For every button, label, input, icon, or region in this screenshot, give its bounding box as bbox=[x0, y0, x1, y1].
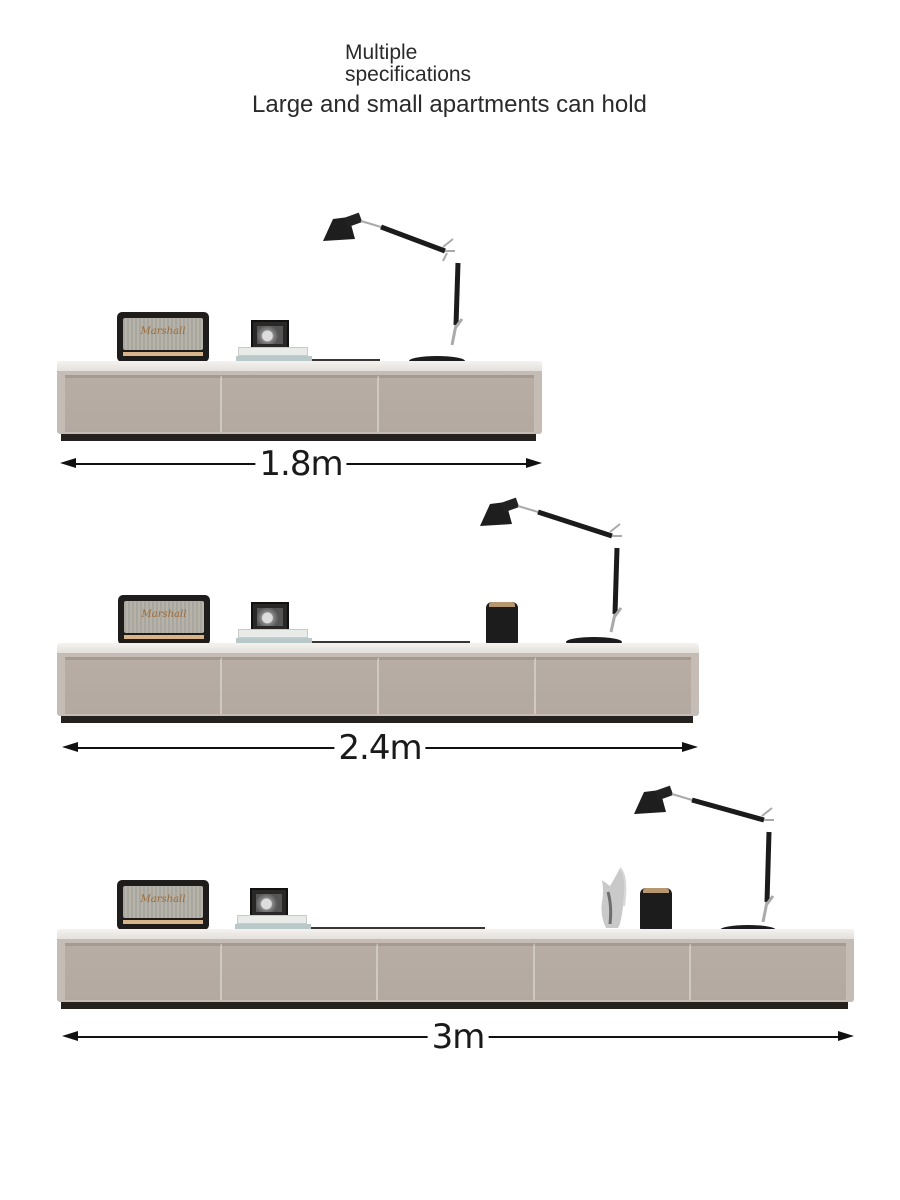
tv-cabinet-2-4m bbox=[57, 643, 699, 723]
photo-frame-icon bbox=[251, 320, 289, 350]
soundbar-icon bbox=[312, 359, 380, 362]
product-1-8m: Marshall 1.8m bbox=[0, 200, 900, 490]
dimension-arrow-2-4m: 2.4m bbox=[62, 728, 698, 768]
soundbar-icon bbox=[311, 927, 485, 930]
drawer bbox=[536, 657, 691, 714]
drawer bbox=[65, 943, 222, 1000]
arrow-left-icon bbox=[62, 1031, 78, 1041]
black-jar-icon bbox=[486, 602, 518, 646]
dimension-arrow-3m: 3m bbox=[62, 1017, 854, 1057]
silver-pitcher-icon bbox=[598, 866, 628, 930]
photo-frame-icon bbox=[250, 888, 288, 918]
arrow-left-icon bbox=[60, 458, 76, 468]
arrow-left-icon bbox=[62, 742, 78, 752]
photo-frame-icon bbox=[251, 602, 289, 632]
books-icon bbox=[236, 347, 312, 364]
drawer bbox=[222, 375, 379, 432]
soundbar-icon bbox=[312, 641, 470, 644]
desk-lamp-icon bbox=[315, 205, 475, 366]
books-icon bbox=[236, 629, 312, 646]
tv-cabinet-1-8m bbox=[57, 361, 542, 441]
drawer bbox=[222, 657, 379, 714]
drawer bbox=[379, 657, 536, 714]
headline-apartments: Large and small apartments can hold bbox=[252, 91, 647, 118]
arrow-right-icon bbox=[682, 742, 698, 752]
drawer bbox=[691, 943, 846, 1000]
drawer bbox=[65, 657, 222, 714]
books-icon bbox=[235, 915, 311, 932]
black-jar-icon bbox=[640, 888, 672, 932]
headline-multiple-specifications: Multiple specifications bbox=[345, 41, 472, 87]
dimension-arrow-1-8m: 1.8m bbox=[60, 444, 542, 484]
product-3m: Marshall 3m bbox=[0, 770, 900, 1070]
drawer bbox=[378, 943, 535, 1000]
size-label: 2.4m bbox=[334, 728, 426, 768]
speaker-icon: Marshall bbox=[117, 880, 209, 930]
drawer bbox=[379, 375, 534, 432]
arrow-right-icon bbox=[838, 1031, 854, 1041]
drawer bbox=[65, 375, 222, 432]
arrow-right-icon bbox=[526, 458, 542, 468]
drawer bbox=[534, 943, 692, 1000]
size-label: 3m bbox=[427, 1017, 489, 1057]
speaker-icon: Marshall bbox=[117, 312, 209, 362]
size-label: 1.8m bbox=[255, 444, 347, 484]
tv-cabinet-3m bbox=[57, 929, 854, 1009]
product-2-4m: Marshall 2.4m bbox=[0, 490, 900, 770]
speaker-icon: Marshall bbox=[118, 595, 210, 645]
drawer bbox=[221, 943, 379, 1000]
